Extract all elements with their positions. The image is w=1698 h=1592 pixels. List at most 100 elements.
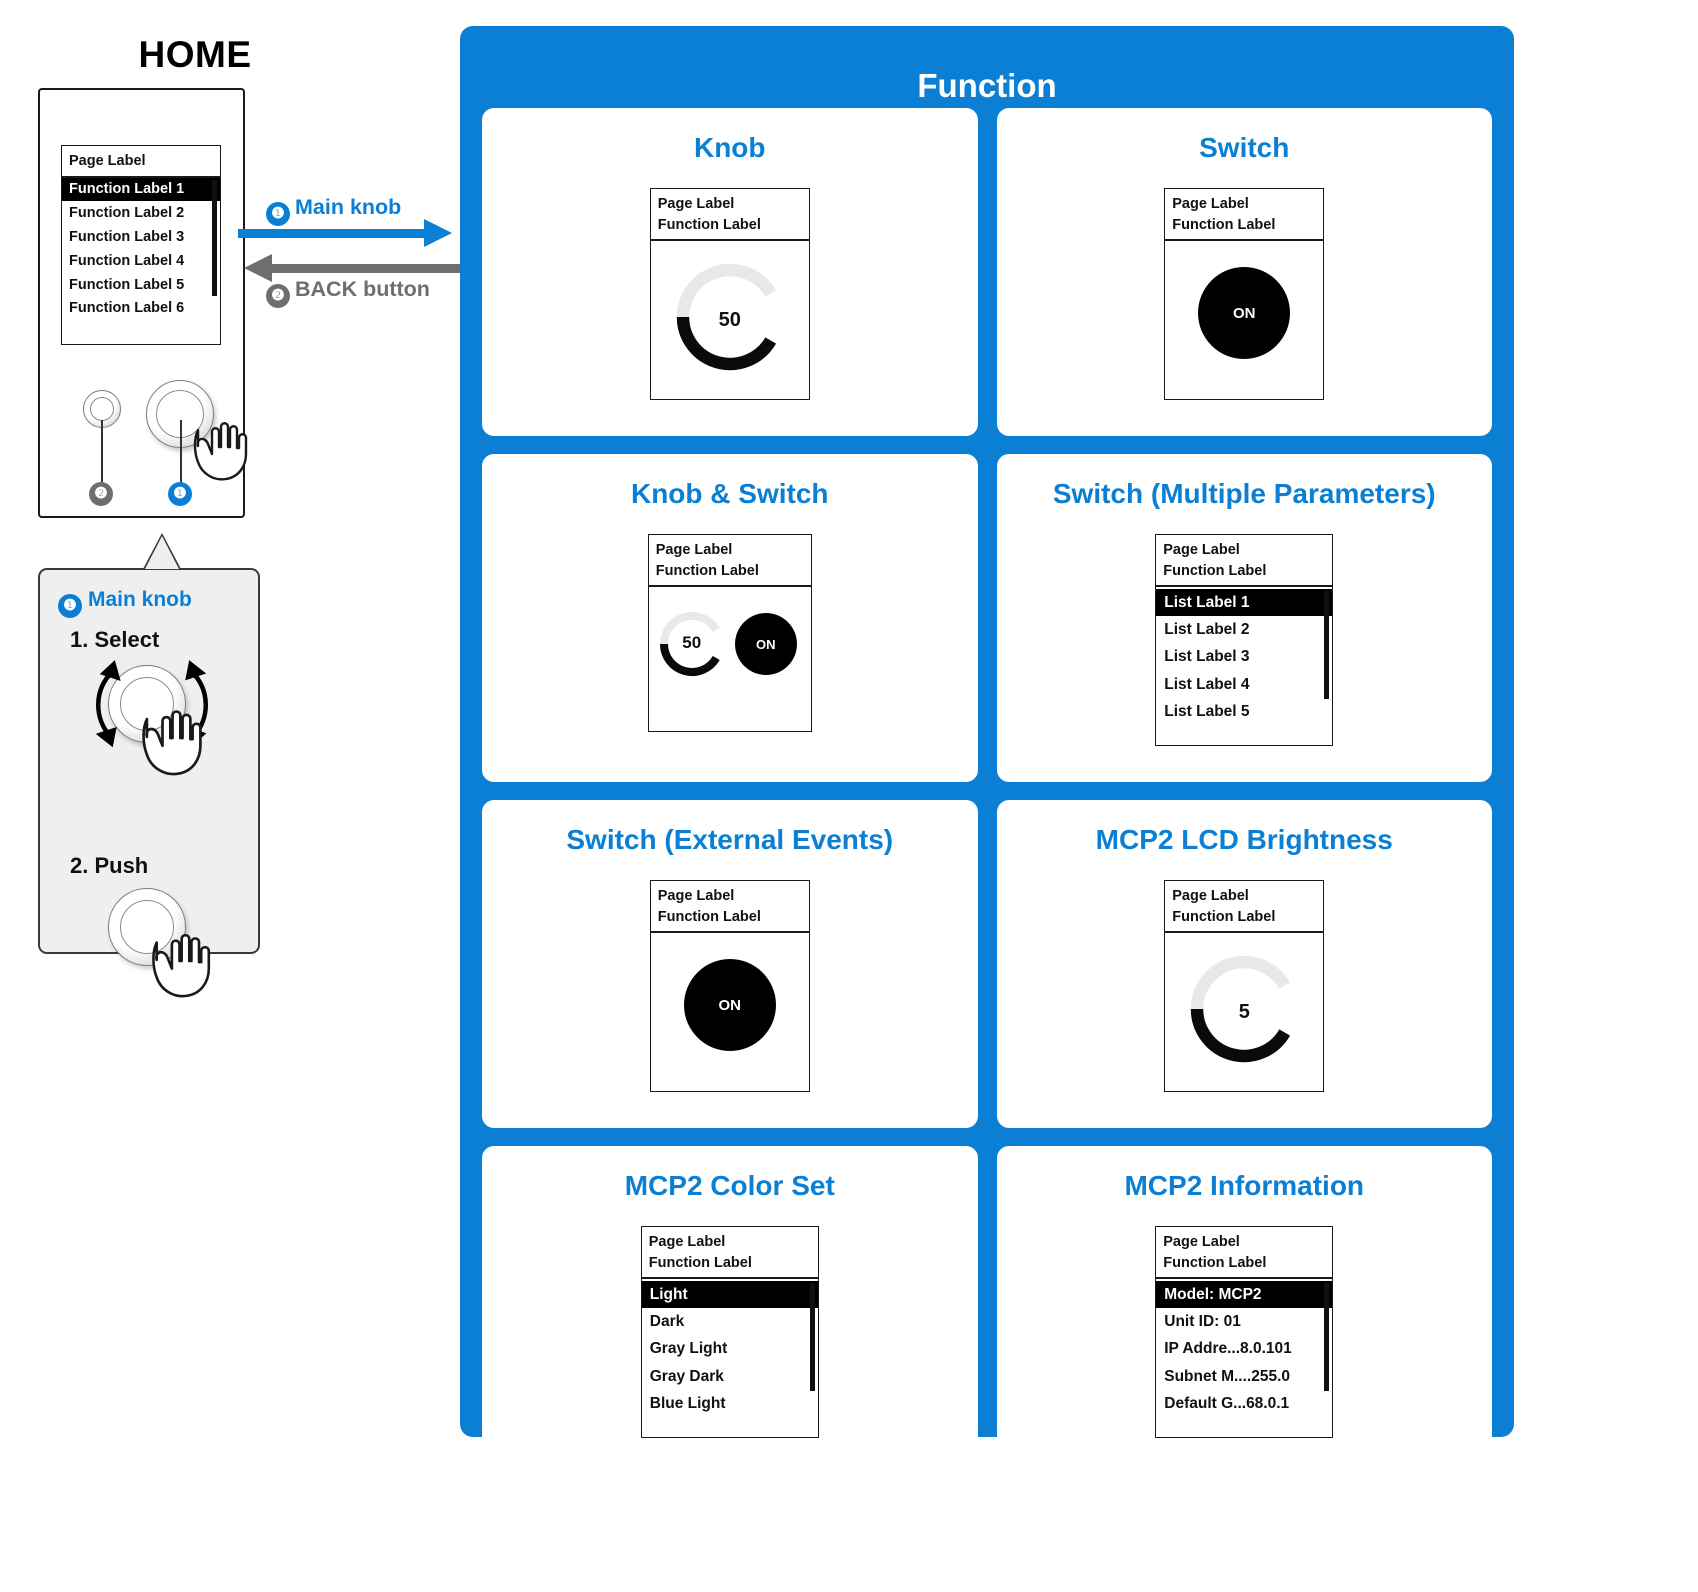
callout-tail bbox=[145, 536, 179, 569]
function-card-title: Knob & Switch bbox=[630, 478, 829, 509]
lcd-list-item[interactable]: Gray Dark bbox=[649, 1367, 724, 1385]
lcd-body: 5 bbox=[1165, 933, 1323, 1089]
lcd-list-item[interactable]: Unit ID: 01 bbox=[1164, 1312, 1241, 1330]
lcd-list-item[interactable]: Model: MCP2 bbox=[1156, 1281, 1333, 1309]
lcd-function-label: Function Label bbox=[1163, 562, 1267, 579]
home-list-item[interactable]: Function Label 2 bbox=[69, 204, 185, 221]
lcd-list-item[interactable]: Blue Light bbox=[649, 1394, 726, 1412]
function-card-title: Knob bbox=[693, 132, 766, 163]
lcd-body: List Label 1 List Label 2 List Label 3 List… bbox=[1156, 587, 1333, 743]
back-button-inner bbox=[90, 397, 114, 421]
lcd-list-item[interactable]: Gray Light bbox=[649, 1340, 728, 1358]
home-title: HOME bbox=[138, 34, 252, 75]
lcd-page-label: Page Label bbox=[1172, 888, 1249, 904]
home-list-item[interactable]: Function Label 3 bbox=[69, 228, 185, 245]
function-panel-title: Function bbox=[917, 67, 1057, 104]
lcd-gauge-value: 5 bbox=[1238, 1001, 1250, 1024]
badge-main: ❶ bbox=[168, 482, 192, 506]
lcd-gauge bbox=[657, 609, 727, 684]
lcd-list-scrollbar[interactable] bbox=[1324, 591, 1330, 700]
lcd-function-label: Function Label bbox=[655, 562, 759, 579]
lcd-switch-indicator[interactable]: ON bbox=[1198, 267, 1291, 360]
callout-step-push: 2. Push bbox=[70, 853, 149, 878]
home-function-list[interactable]: Function Label 1 Function Label 2 Function… bbox=[62, 177, 220, 321]
lcd-page-label: Page Label bbox=[1163, 542, 1240, 558]
lcd-list-item[interactable]: List Label 2 bbox=[1164, 620, 1250, 638]
callout-title-text: Main knob bbox=[88, 588, 192, 611]
lcd-page-label: Page Label bbox=[655, 542, 733, 558]
rotating-hand-icon bbox=[142, 710, 202, 776]
lcd-list-item[interactable]: IP Addre...8.0.101 bbox=[1164, 1340, 1292, 1358]
lcd-list[interactable]: List Label 1 List Label 2 List Label 3 List… bbox=[1156, 587, 1333, 726]
home-list-item[interactable]: Function Label 6 bbox=[69, 300, 185, 317]
badge-backward: ❷ bbox=[266, 284, 290, 308]
lcd-list-item[interactable]: Default G...68.0.1 bbox=[1164, 1394, 1290, 1412]
lcd-function-label: Function Label bbox=[1172, 908, 1276, 925]
badge-back: ❷ bbox=[89, 482, 113, 506]
callout-title: ❶ Main knob bbox=[58, 588, 192, 618]
lcd-gauge bbox=[676, 263, 784, 376]
lcd-list-item[interactable]: Dark bbox=[649, 1312, 685, 1330]
function-card-title: Switch (External Events) bbox=[566, 824, 894, 855]
lcd-list-scrollbar[interactable] bbox=[809, 1283, 815, 1392]
lcd-body: 50 bbox=[651, 241, 809, 397]
lcd-page-label: Page Label bbox=[1163, 1234, 1240, 1250]
lcd-function-label: Function Label bbox=[657, 216, 761, 233]
function-card-title: MCP2 Color Set bbox=[624, 1170, 835, 1201]
home-list-item[interactable]: Function Label 4 bbox=[69, 252, 185, 269]
lcd-switch-indicator[interactable]: ON bbox=[683, 959, 776, 1052]
arrow-forward-shaft bbox=[238, 229, 433, 238]
lcd-list-item[interactable]: Light bbox=[641, 1281, 818, 1309]
arrow-back-shaft bbox=[272, 264, 462, 273]
callout-push-knob-inner bbox=[120, 900, 174, 954]
pushing-hand-icon bbox=[152, 933, 211, 998]
lcd-list-item[interactable]: List Label 5 bbox=[1164, 702, 1250, 720]
lcd-page-label: Page Label bbox=[657, 196, 735, 212]
lcd-body: ON bbox=[651, 933, 809, 1089]
home-list-item[interactable]: Function Label 1 bbox=[62, 177, 220, 202]
lcd-list-scrollbar[interactable] bbox=[1324, 1283, 1330, 1392]
lcd-list-item[interactable]: List Label 1 bbox=[1156, 589, 1333, 617]
lcd-gauge-value: 50 bbox=[718, 309, 741, 332]
lcd-switch-indicator[interactable]: ON bbox=[734, 613, 797, 676]
badge-callout: ❶ bbox=[58, 594, 82, 618]
arrow-back-head-icon bbox=[244, 254, 272, 282]
lcd-list-item[interactable]: Subnet M....255.0 bbox=[1164, 1367, 1291, 1385]
lcd-list-item[interactable]: List Label 3 bbox=[1164, 648, 1250, 666]
home-list-item[interactable]: Function Label 5 bbox=[69, 276, 185, 293]
home-list-scrollbar[interactable] bbox=[212, 179, 217, 296]
transition-backward-text: BACK button bbox=[295, 277, 430, 301]
lcd-list-item[interactable]: List Label 4 bbox=[1164, 675, 1250, 693]
main-leader-line bbox=[180, 420, 182, 482]
lcd-gauge-value: 50 bbox=[682, 633, 702, 653]
